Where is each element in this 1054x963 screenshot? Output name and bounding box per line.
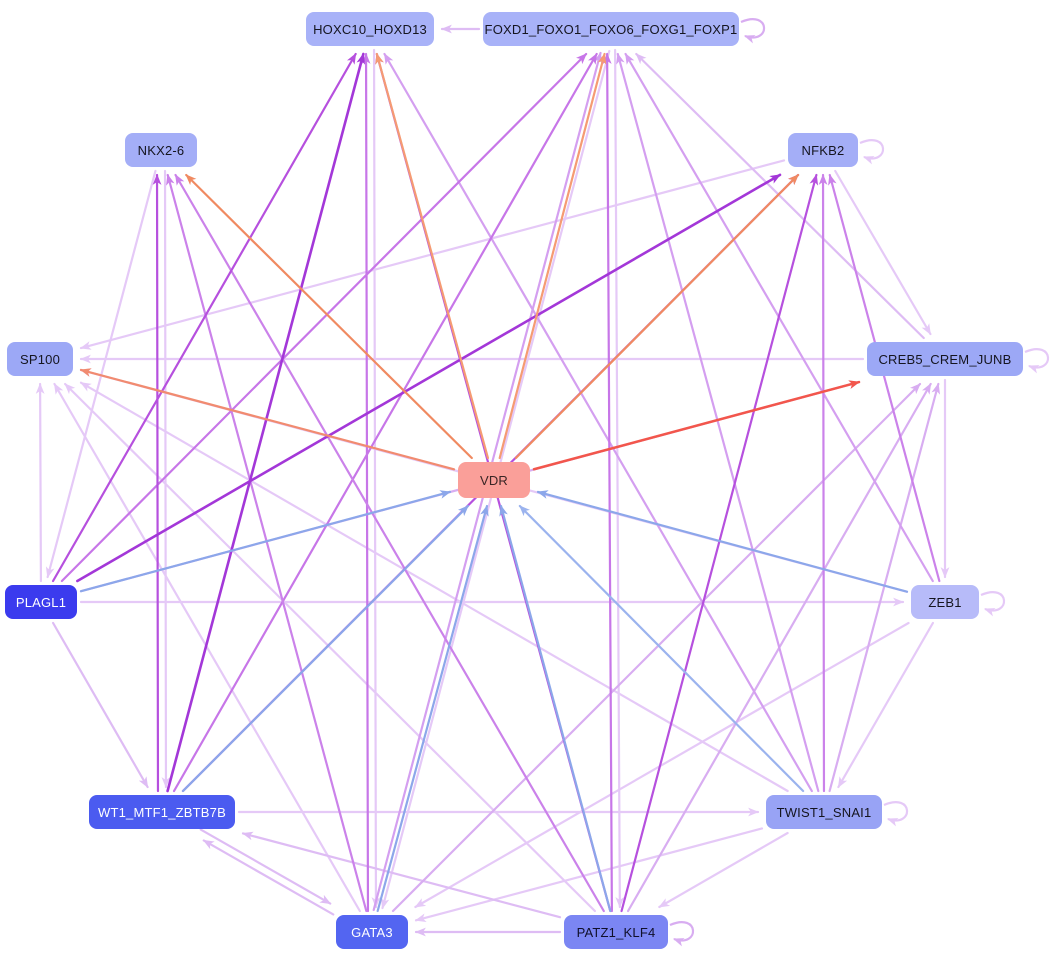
node-sp100[interactable]: SP100 [7,342,73,376]
edge-twist-gata [414,827,764,923]
edge-twist-hox [383,52,813,793]
edge-twist-fox [616,52,820,793]
edge-vdr-nkx [185,173,473,460]
node-label: HOXC10_HOXD13 [313,21,427,37]
edge-vdr-fox [498,52,607,460]
edge-plagl-wt1 [52,621,149,789]
node-label: SP100 [19,351,61,367]
node-patz[interactable]: PATZ1_KLF4 [564,915,668,949]
node-label: PATZ1_KLF4 [576,924,656,940]
edge-gata-sp100 [53,382,361,913]
node-hox[interactable]: HOXC10_HOXD13 [306,12,434,46]
node-plagl[interactable]: PLAGL1 [5,585,77,619]
edge-zeb-vdr [536,490,909,593]
edge-patz-sp100 [64,382,596,913]
edge-vdr-nfkb [514,173,800,460]
self-loop-nfkb [859,139,885,165]
edge-plagl-sp100 [35,382,45,583]
edge-nkx-wt1 [161,169,171,789]
edge-gata-creb [391,382,922,913]
edge-nfkb-creb [834,169,932,336]
node-vdr[interactable]: VDR [458,462,530,498]
node-label: WT1_MTF1_ZBTB7B [98,804,226,820]
node-creb[interactable]: CREB5_CREM_JUNB [867,342,1023,376]
edge-gata-wt1 [202,839,335,916]
node-twist[interactable]: TWIST1_SNAI1 [766,795,882,829]
edge-twist-vdr [518,504,805,793]
edge-wt1-vdr [181,504,470,793]
edge-plagl-hox [51,52,357,583]
edge-vdr-creb [532,380,861,471]
node-nfkb[interactable]: NFKB2 [788,133,858,167]
edge-vdr-sp100 [79,368,456,471]
edge-hox-gata [371,48,381,909]
edge-vdr-hox [375,52,490,460]
edge-patz-wt1 [241,831,562,919]
self-loop-creb [1024,348,1050,374]
node-label: ZEB1 [928,594,962,610]
edge-creb-fox [635,52,925,340]
edge-nkx-plagl [45,169,157,579]
edge-patz-fox [602,52,613,913]
node-nkx[interactable]: NKX2-6 [125,133,197,167]
edge-twist-creb [828,382,941,793]
edge-zeb-nfkb [828,173,941,583]
edge-patz-nkx [174,173,605,913]
edge-plagl-nfkb [76,173,782,583]
edge-gata-vdr [376,504,489,913]
node-label: GATA3 [351,924,393,940]
edge-twist-patz [658,831,789,909]
node-label: CREB5_CREM_JUNB [878,351,1012,367]
node-label: VDR [479,472,509,488]
edge-twist-nfkb [818,173,828,793]
edge-wt1-hox [166,52,366,793]
edge-zeb-twist [837,621,934,789]
edge-wt1-nkx [152,173,162,793]
edge-zeb-gata [414,621,910,909]
edge-fox-patz [614,48,625,909]
self-loop-zeb [980,591,1006,617]
node-zeb[interactable]: ZEB1 [911,585,979,619]
node-label: PLAGL1 [15,594,67,610]
edge-plagl-fox [60,52,588,583]
node-gata[interactable]: GATA3 [336,915,408,949]
edge-gata-hox [361,52,371,913]
self-loop-fox [740,18,766,44]
edge-wt1-gata [199,828,332,905]
edge-patz-nfkb [620,173,819,913]
node-label: NFKB2 [801,142,845,158]
edge-twist-sp100 [79,381,789,793]
edge-gata-nkx [166,173,368,913]
edge-wt1-fox [172,52,598,793]
node-label: TWIST1_SNAI1 [776,804,872,820]
self-loop-patz [669,921,695,947]
self-loop-twist [883,801,909,827]
edge-patz-vdr [499,504,612,913]
node-fox[interactable]: FOXD1_FOXO1_FOXO6_FOXG1_FOXP1 [483,12,739,46]
node-label: FOXD1_FOXO1_FOXO6_FOXG1_FOXP1 [484,21,738,37]
node-label: NKX2-6 [137,142,185,158]
node-wt1[interactable]: WT1_MTF1_ZBTB7B [89,795,235,829]
edge-plagl-vdr [79,490,452,593]
